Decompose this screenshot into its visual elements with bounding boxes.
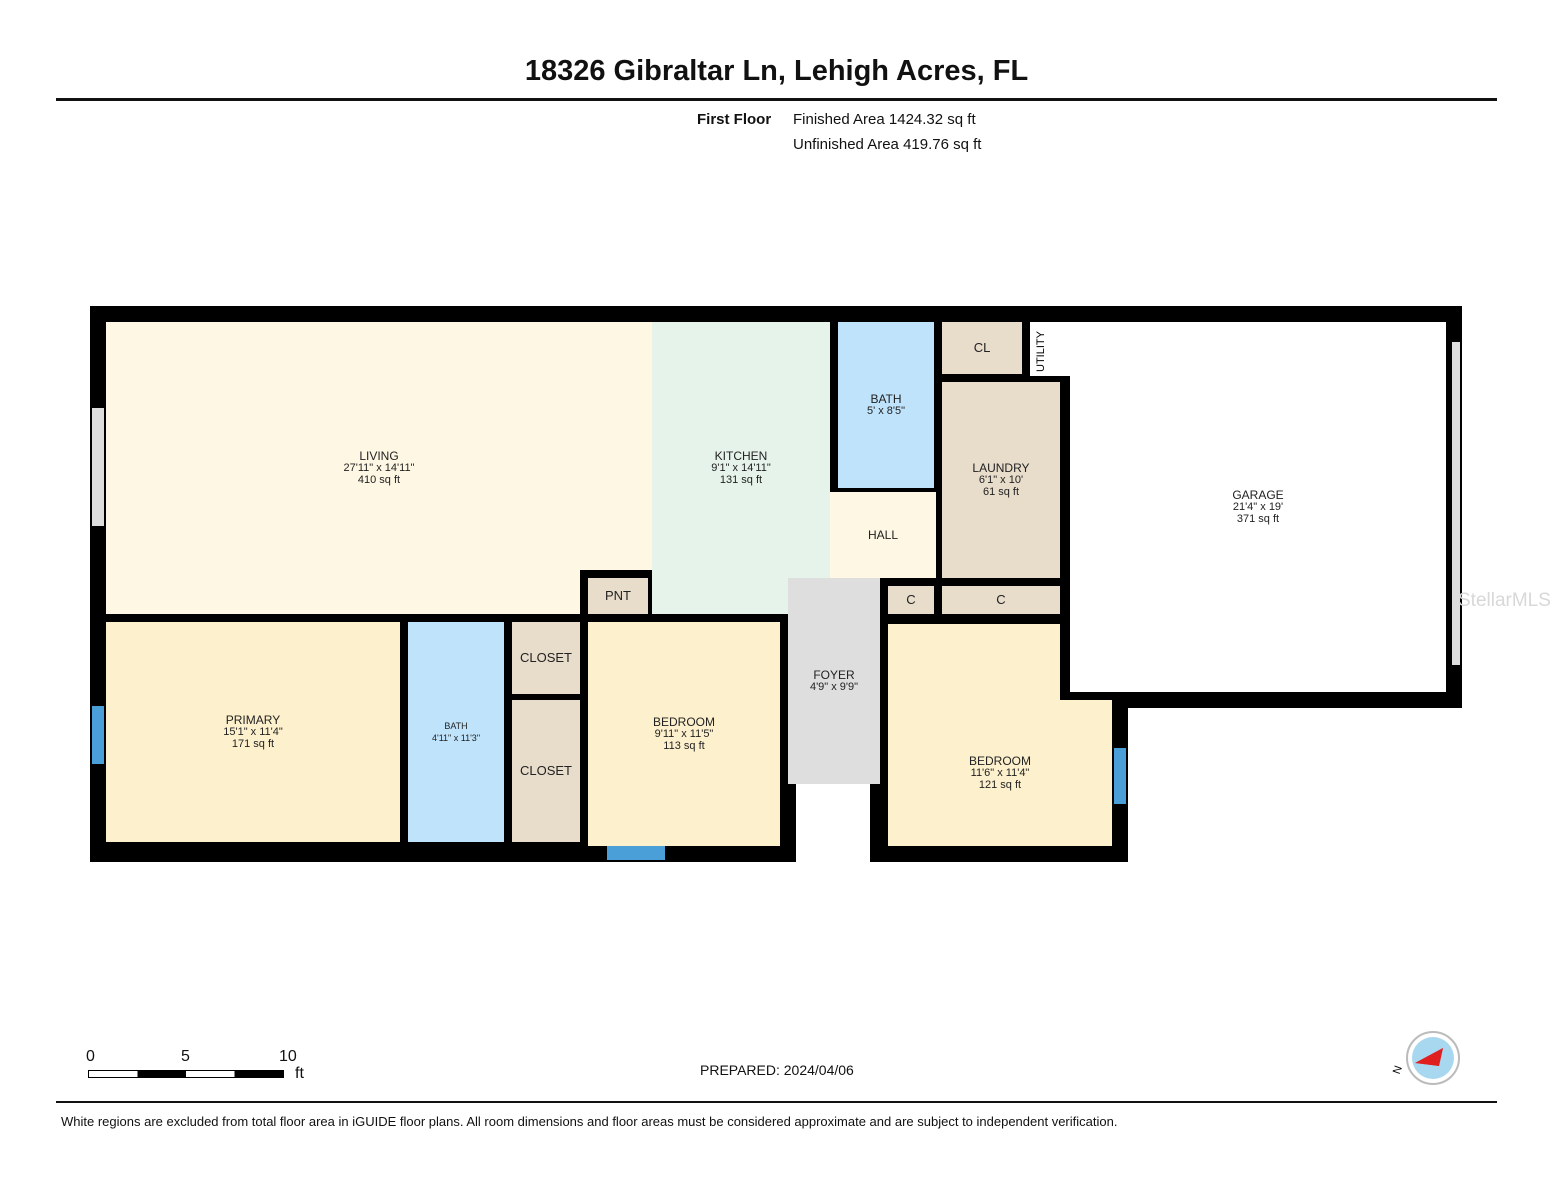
room-closet-cl: CL — [942, 322, 1022, 374]
window — [1114, 748, 1126, 804]
header-divider — [56, 98, 1497, 101]
garage-door — [1452, 342, 1460, 665]
sliding-door — [92, 408, 104, 526]
room-hall: HALL — [830, 492, 936, 578]
window — [92, 706, 104, 764]
floor-label: First Floor — [697, 111, 772, 128]
compass-north-label: N — [1390, 1064, 1405, 1076]
watermark: StellarMLS — [1458, 590, 1551, 611]
room-closet-c1: C — [888, 586, 934, 614]
finished-area: Finished Area 1424.32 sq ft — [793, 111, 976, 128]
entry-gap — [796, 784, 870, 864]
unfinished-area: Unfinished Area 419.76 sq ft — [793, 136, 982, 153]
scale-tick-10: 10 — [279, 1048, 297, 1065]
utility-label: UTILITY — [1035, 331, 1047, 372]
page-title: 18326 Gibraltar Ln, Lehigh Acres, FL — [524, 55, 1029, 87]
window — [607, 846, 665, 860]
scale-unit: ft — [295, 1065, 304, 1082]
footer-divider — [56, 1101, 1497, 1103]
room-closet-c2: C — [942, 586, 1060, 614]
room-pantry: PNT — [588, 578, 648, 614]
scale-tick-5: 5 — [181, 1048, 190, 1065]
prepared-date: PREPARED: 2024/04/06 — [700, 1062, 854, 1078]
room-closet-1: CLOSET — [512, 622, 580, 694]
room-closet-2: CLOSET — [512, 700, 580, 842]
compass-icon — [1405, 1030, 1460, 1085]
disclaimer: White regions are excluded from total fl… — [61, 1114, 1118, 1129]
scale-tick-0: 0 — [86, 1048, 95, 1065]
